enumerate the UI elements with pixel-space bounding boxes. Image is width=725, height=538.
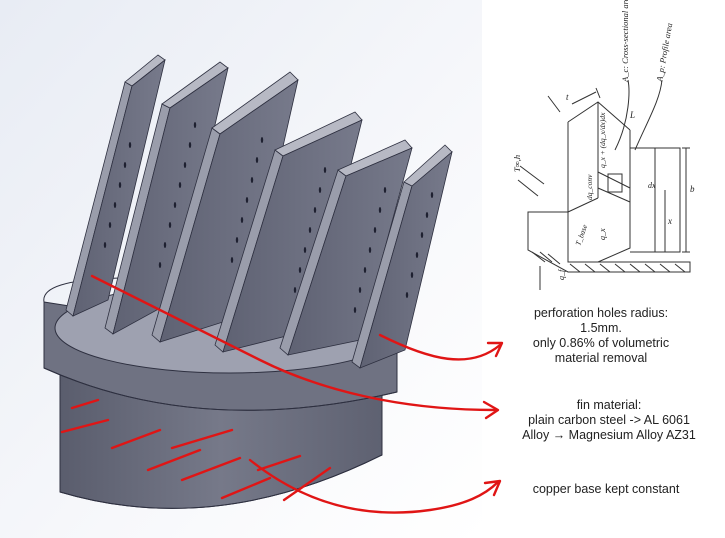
holes-fin-5 — [353, 187, 387, 313]
hatch-9 — [282, 466, 332, 502]
note-base: copper base kept constant — [503, 482, 709, 497]
hatch-5 — [180, 456, 242, 482]
red-annotations — [60, 274, 504, 514]
arrowhead-copper-base — [483, 479, 502, 497]
perforation-holes — [103, 122, 434, 313]
arrow-fin-material — [90, 274, 497, 412]
holes-fin-2 — [158, 122, 197, 268]
hatch-4 — [146, 448, 202, 472]
label-ambient: T∞,h — [512, 155, 522, 172]
hatch-7 — [220, 476, 272, 500]
holes-fin-1 — [103, 142, 132, 248]
note-material-line-3: Alloy → Magnesium Alloy AZ31 — [522, 428, 696, 442]
label-area-cross: A_c: Cross-sectional area — [620, 0, 630, 83]
fin-array — [65, 54, 453, 369]
label-q-out: q_x + (dq_x/dx)dx — [598, 112, 607, 168]
fin-5 — [279, 139, 413, 356]
hatch-3 — [110, 428, 162, 450]
label-q-f: q_f — [557, 268, 566, 280]
note-perforation-line-1: perforation holes radius: — [533, 306, 669, 320]
note-perforation-line-2: 1.5mm. — [580, 321, 622, 335]
label-b: b — [690, 184, 695, 194]
label-q-in: q_x — [598, 228, 607, 240]
arrow-copper-base — [248, 458, 500, 514]
hatch-6 — [170, 428, 234, 450]
fin-6 — [351, 144, 453, 369]
label-t: t — [566, 92, 569, 102]
holes-fin-4 — [293, 167, 327, 293]
label-x: x — [667, 216, 672, 226]
hatch-8 — [256, 454, 302, 472]
sketch-lines — [517, 79, 691, 290]
note-base-line-1: copper base kept constant — [532, 482, 680, 496]
arrowhead-fin-material — [482, 400, 500, 420]
label-L: L — [629, 110, 635, 120]
fin-theory-sketch: A_c: Cross-sectional area A_p: Profile a… — [512, 0, 695, 290]
holes-fin-6 — [405, 192, 434, 298]
note-material-line-2: plain carbon steel -> AL 6061 — [528, 413, 690, 427]
holes-fin-3 — [230, 137, 264, 263]
hatch-2 — [60, 418, 110, 434]
label-dx: dx — [648, 181, 656, 190]
fin-1 — [65, 54, 166, 317]
arrowhead-perforation — [486, 341, 504, 358]
label-area-profile: A_p: Profile area — [654, 22, 674, 83]
fin-4 — [214, 111, 363, 353]
note-material-line-1: fin material: — [576, 398, 642, 412]
note-material: fin material: plain carbon steel -> AL 6… — [503, 398, 715, 443]
note-perforation: perforation holes radius: 1.5mm. only 0.… — [503, 306, 699, 366]
label-T-base: T_base — [573, 223, 589, 247]
fin-3 — [151, 71, 299, 343]
fin-2 — [104, 61, 229, 335]
hatch-1 — [70, 398, 100, 410]
label-q-conv: dq_conv — [585, 174, 594, 200]
note-perforation-line-4: material removal — [554, 351, 648, 365]
arrow-perforation — [378, 333, 502, 361]
note-perforation-line-3: only 0.86% of volumetric — [532, 336, 670, 350]
